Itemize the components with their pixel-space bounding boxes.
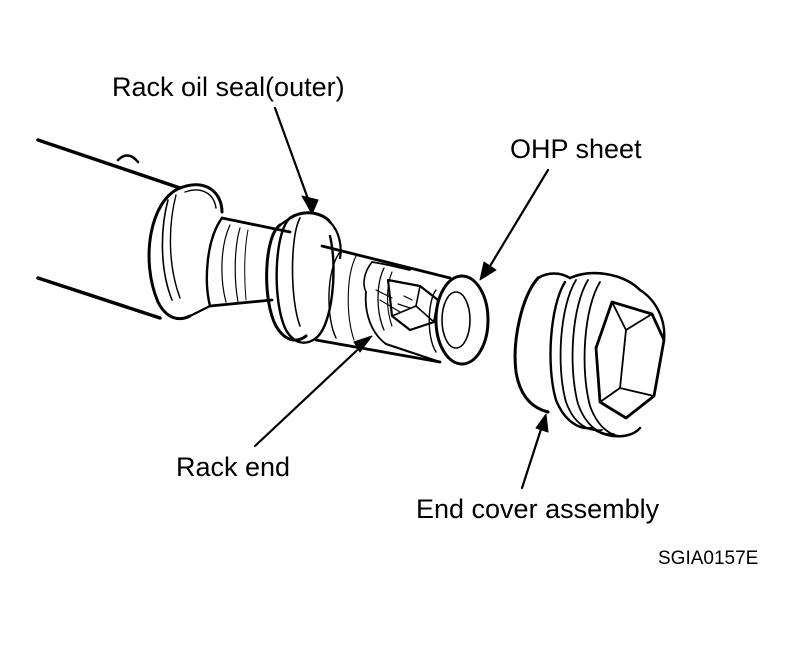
gear-housing: [36, 138, 224, 321]
figure-code: SGIA0157E: [658, 548, 759, 569]
label-rack-oil-seal: Rack oil seal(outer): [112, 72, 345, 102]
leader-lines: [253, 106, 550, 490]
label-rack-end: Rack end: [176, 452, 291, 482]
label-end-cover-assembly: End cover assembly: [416, 494, 660, 524]
rack-shaft: [205, 216, 292, 308]
rack-oil-seal: [265, 211, 342, 344]
leader-rack-end: [253, 335, 373, 448]
leader-end-cover: [520, 413, 549, 490]
label-ohp-sheet: OHP sheet: [510, 134, 642, 164]
leader-ohp-sheet: [479, 168, 550, 281]
rack-end: [314, 244, 452, 364]
ohp-sheet: [363, 261, 490, 366]
end-cover-assembly: [513, 271, 666, 438]
leader-rack-oil-seal: [273, 106, 319, 215]
